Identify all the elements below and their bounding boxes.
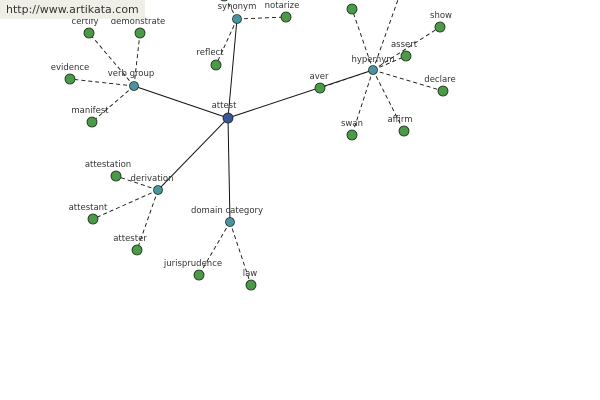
node-label-aver: aver xyxy=(310,72,329,82)
edge-derivation-attestant xyxy=(92,189,159,220)
edge-hypernym-aver xyxy=(319,69,374,89)
leaf-node-notarize[interactable] xyxy=(280,11,292,23)
edge-verb-group-manifest xyxy=(91,85,135,123)
node-label-derivation: derivation xyxy=(130,174,173,184)
node-label-evidence: evidence xyxy=(51,63,90,73)
edge-domain-category-jurisprudence xyxy=(198,221,231,276)
leaf-node-evidence[interactable] xyxy=(64,73,76,85)
label-layer: notarize reflect certify demonstrate evidenc… xyxy=(51,1,456,279)
edge-derivation-attestation xyxy=(115,175,159,191)
relation-node-verb-group[interactable] xyxy=(129,81,139,91)
leaf-node-swan[interactable] xyxy=(346,129,358,141)
node-label-swan: swan xyxy=(341,119,363,129)
edge-hypernym-swan xyxy=(351,69,374,136)
node-label-assert: assert xyxy=(391,40,418,50)
edge-verb-group-evidence xyxy=(69,78,135,87)
node-label-demonstrate: demonstrate xyxy=(111,17,166,27)
node-label-certify: certify xyxy=(72,17,99,27)
leaf-node-aver[interactable] xyxy=(314,82,326,94)
leaf-node-attestation[interactable] xyxy=(110,170,122,182)
relation-node-derivation[interactable] xyxy=(153,185,163,195)
node-label-law: law xyxy=(243,269,258,279)
edge-hypernym-show xyxy=(372,26,441,71)
leaf-node-assert[interactable] xyxy=(400,50,412,62)
node-layer xyxy=(64,0,449,291)
leaf-node-attestant[interactable] xyxy=(87,213,99,225)
edge-attest-domain-category xyxy=(227,117,231,223)
leaf-node-affirm[interactable] xyxy=(398,125,410,137)
relation-node-domain-category[interactable] xyxy=(225,217,235,227)
edge-hypernym-declare xyxy=(372,69,444,92)
edge-attest-synonym xyxy=(227,18,238,119)
node-label-verb-group: verb group xyxy=(108,69,155,79)
node-label-attestation: attestation xyxy=(85,160,131,170)
edge-synonym-reflect xyxy=(215,18,238,66)
leaf-node-hyp-top1[interactable] xyxy=(346,3,358,15)
node-label-declare: declare xyxy=(424,75,455,85)
watermark-url: http://www.artikata.com xyxy=(0,0,145,19)
node-label-attest: attest xyxy=(212,101,238,111)
edge-synonym-notarize xyxy=(236,16,287,20)
node-label-domain-category: domain category xyxy=(191,206,263,216)
node-label-show: show xyxy=(430,11,452,21)
node-label-attester: attester xyxy=(113,234,147,244)
node-label-affirm: affirm xyxy=(387,115,412,125)
node-label-manifest: manifest xyxy=(71,106,109,116)
node-label-notarize: notarize xyxy=(265,1,300,11)
relation-node-synonym[interactable] xyxy=(232,14,242,24)
edge-attest-hypernym xyxy=(227,69,374,119)
edge-derivation-attester xyxy=(136,189,159,251)
node-label-attestant: attestant xyxy=(69,203,108,213)
edge-hypernym-assert xyxy=(372,55,407,71)
leaf-node-attester[interactable] xyxy=(131,244,143,256)
relation-node-hypernym[interactable] xyxy=(368,65,378,75)
leaf-node-manifest[interactable] xyxy=(86,116,98,128)
leaf-node-syn-top[interactable] xyxy=(219,0,229,2)
leaf-node-demonstrate[interactable] xyxy=(134,27,146,39)
edge-verb-group-demonstrate xyxy=(133,32,141,87)
node-label-hypernym: hypernym xyxy=(351,55,394,65)
leaf-node-reflect[interactable] xyxy=(210,59,222,71)
leaf-node-show[interactable] xyxy=(434,21,446,33)
node-label-reflect: reflect xyxy=(196,48,224,58)
edge-attest-verb-group xyxy=(133,85,229,119)
leaf-node-certify[interactable] xyxy=(83,27,95,39)
center-node-attest[interactable] xyxy=(222,112,234,124)
leaf-node-jurisprudence[interactable] xyxy=(193,269,205,281)
edge-attest-derivation xyxy=(157,117,229,191)
edge-layer xyxy=(69,0,444,286)
edge-hypernym-affirm xyxy=(372,69,405,132)
edge-hypernym-hyp-top1 xyxy=(351,8,374,71)
node-label-synonym: synonym xyxy=(218,2,257,12)
leaf-node-declare[interactable] xyxy=(437,85,449,97)
leaf-node-law[interactable] xyxy=(245,279,257,291)
edge-verb-group-certify xyxy=(88,32,135,87)
node-label-jurisprudence: jurisprudence xyxy=(163,259,222,269)
